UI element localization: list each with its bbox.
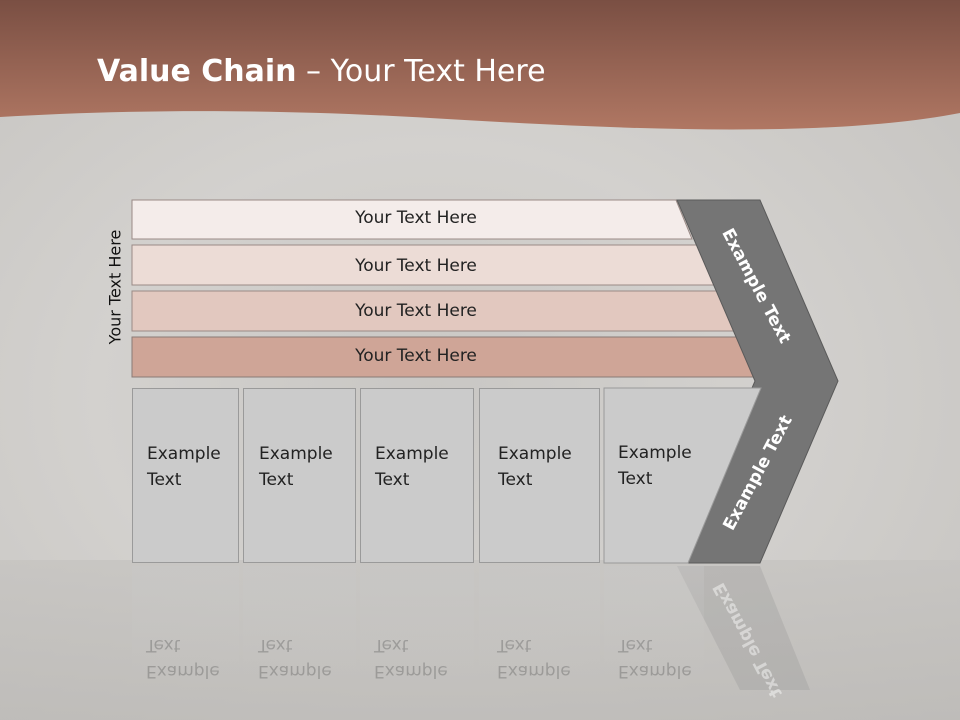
- box-4-refl-line1: Example: [497, 661, 571, 681]
- box-2-line2: Text: [259, 470, 294, 490]
- band-label-2: Your Text Here: [355, 256, 477, 276]
- box-1-reflection: Example Text: [132, 566, 239, 681]
- slide-title: Value Chain – Your Text Here: [97, 54, 546, 89]
- box-2-refl-line2: Text: [258, 635, 293, 655]
- box-1-refl-line1: Example: [146, 661, 220, 681]
- chevron-reflection: [677, 566, 810, 690]
- box-2-refl-line1: Example: [258, 661, 332, 681]
- band-label-3: Your Text Here: [355, 301, 477, 321]
- box-5-shape: [603, 387, 762, 564]
- box-3-refl-line1: Example: [374, 661, 448, 681]
- box-1-refl-line2: Text: [146, 635, 181, 655]
- box-1-line2: Text: [147, 470, 182, 490]
- floor-background: [0, 560, 960, 720]
- title-bold: Value Chain: [97, 54, 297, 89]
- box-1-line1: Example: [147, 444, 221, 464]
- box-5-reflection: Example Text: [604, 566, 704, 681]
- band-1: [131, 199, 693, 240]
- box-3-refl-line2: Text: [374, 635, 409, 655]
- box-3-line1: Example: [375, 444, 449, 464]
- title-rest: – Your Text Here: [296, 54, 546, 89]
- box-3-line2: Text: [375, 470, 410, 490]
- header-band: [0, 0, 960, 130]
- box-5-line2: Text: [618, 469, 653, 489]
- box-5-line1: Example: [618, 443, 692, 463]
- box-4-line1: Example: [498, 444, 572, 464]
- box-3-reflection: Example Text: [360, 566, 474, 681]
- box-5-refl-line1: Example: [618, 661, 692, 681]
- box-4-reflection: Example Text: [479, 566, 600, 681]
- box-2-reflection: Example Text: [243, 566, 356, 681]
- box-2-line1: Example: [259, 444, 333, 464]
- box-4-line2: Text: [498, 470, 533, 490]
- box-5-refl-line2: Text: [618, 635, 653, 655]
- box-4-refl-line2: Text: [497, 635, 532, 655]
- band-label-4: Your Text Here: [355, 346, 477, 366]
- band-label-1: Your Text Here: [355, 208, 477, 228]
